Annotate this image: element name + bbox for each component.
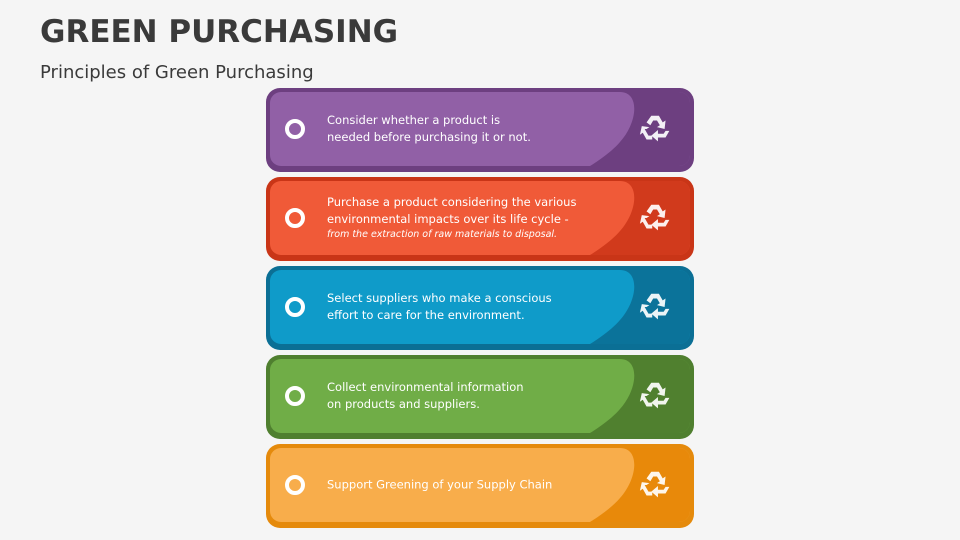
card-body: Purchase a product considering the vario… xyxy=(270,181,690,255)
principle-card: Collect environmental information on pro… xyxy=(266,355,694,439)
bullet-ring-icon xyxy=(285,119,305,139)
card-body: Select suppliers who make a conscious ef… xyxy=(270,270,690,344)
principle-line: on products and suppliers. xyxy=(327,397,480,411)
principle-card: Select suppliers who make a conscious ef… xyxy=(266,266,694,350)
principle-card: Support Greening of your Supply Chain xyxy=(266,444,694,528)
recycle-icon xyxy=(639,115,670,142)
principle-text: Consider whether a product is needed bef… xyxy=(327,112,597,146)
card-body: Support Greening of your Supply Chain xyxy=(270,448,690,522)
recycle-icon xyxy=(639,471,670,498)
card-wave-accent xyxy=(590,448,690,522)
bullet-ring-icon xyxy=(285,297,305,317)
card-wave-accent xyxy=(590,359,690,433)
principle-note: from the extraction of raw materials to … xyxy=(327,229,558,240)
principle-card: Purchase a product considering the vario… xyxy=(266,177,694,261)
principle-text: Collect environmental information on pro… xyxy=(327,379,597,413)
principle-text: Support Greening of your Supply Chain xyxy=(327,477,597,494)
principle-line: Consider whether a product is xyxy=(327,113,501,127)
card-body: Consider whether a product is needed bef… xyxy=(270,92,690,166)
principle-line: needed before purchasing it or not. xyxy=(327,130,531,144)
recycle-icon xyxy=(639,293,670,320)
principle-text: Select suppliers who make a conscious ef… xyxy=(327,290,597,324)
bullet-ring-icon xyxy=(285,475,305,495)
principle-line: Collect environmental information xyxy=(327,380,524,394)
principles-list: Consider whether a product is needed bef… xyxy=(266,88,694,533)
bullet-ring-icon xyxy=(285,208,305,228)
card-wave-accent xyxy=(590,92,690,166)
recycle-icon xyxy=(639,204,670,231)
principle-line: effort to care for the environment. xyxy=(327,308,525,322)
principle-line: Purchase a product considering the vario… xyxy=(327,195,577,209)
slide-subtitle: Principles of Green Purchasing xyxy=(40,62,314,83)
principle-text: Purchase a product considering the vario… xyxy=(327,194,597,242)
card-wave-accent xyxy=(590,181,690,255)
slide-title: GREEN PURCHASING xyxy=(40,14,399,50)
principle-line: Support Greening of your Supply Chain xyxy=(327,477,553,492)
card-wave-accent xyxy=(590,270,690,344)
principle-card: Consider whether a product is needed bef… xyxy=(266,88,694,172)
bullet-ring-icon xyxy=(285,386,305,406)
card-body: Collect environmental information on pro… xyxy=(270,359,690,433)
principle-line: environmental impacts over its life cycl… xyxy=(327,212,569,226)
recycle-icon xyxy=(639,382,670,409)
principle-line: Select suppliers who make a conscious xyxy=(327,291,552,305)
